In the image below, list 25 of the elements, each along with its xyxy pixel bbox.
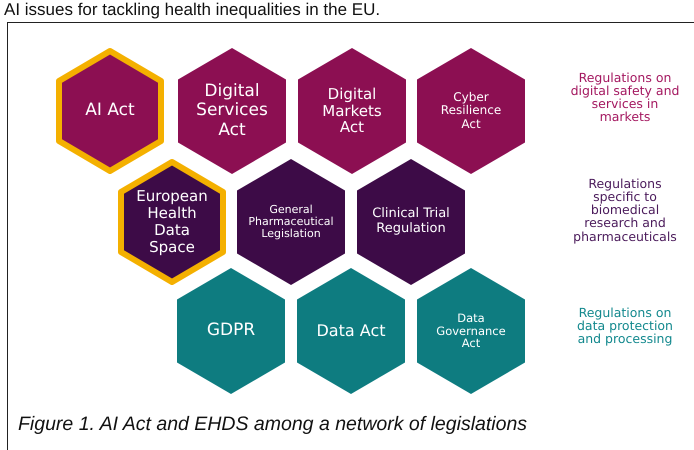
hexagon-node: [237, 159, 345, 285]
node-label: Digital Services Act: [195, 82, 269, 140]
node-label: Cyber Resilience Act: [440, 90, 502, 132]
category-label: Regulations on digital safety and services in markets: [570, 70, 680, 123]
heading-text: AI issues for tackling health inequalities in the EU.: [4, 0, 380, 20]
node-label: Digital Markets Act: [321, 86, 383, 136]
node-label: European Health Data Space: [135, 188, 209, 256]
hexagon-node: [417, 268, 525, 394]
hexagon-node: [298, 48, 406, 174]
hexagon-node: [118, 159, 226, 285]
hexagon-node: [297, 268, 405, 394]
hexagon-node: [177, 268, 285, 394]
node-label: General Pharmaceutical Legislation: [247, 204, 335, 240]
hexagon-node: [56, 48, 164, 174]
node-label: Data Act: [315, 322, 387, 340]
node-label: Data Governance Act: [435, 312, 507, 350]
hexagon-node: [417, 48, 525, 174]
hexagon-node: [357, 159, 465, 285]
category-label: Regulations on data protection and processing: [576, 306, 674, 345]
node-label: AI Act: [84, 101, 136, 121]
figure-caption: Figure 1. AI Act and EHDS among a network of legislations: [18, 413, 528, 436]
hexagon-node: [178, 48, 286, 174]
category-label: Regulations specific to biomedical research and pharmaceuticals: [572, 177, 678, 243]
node-label: Clinical Trial Regulation: [371, 207, 451, 237]
node-label: GDPR: [206, 321, 256, 341]
